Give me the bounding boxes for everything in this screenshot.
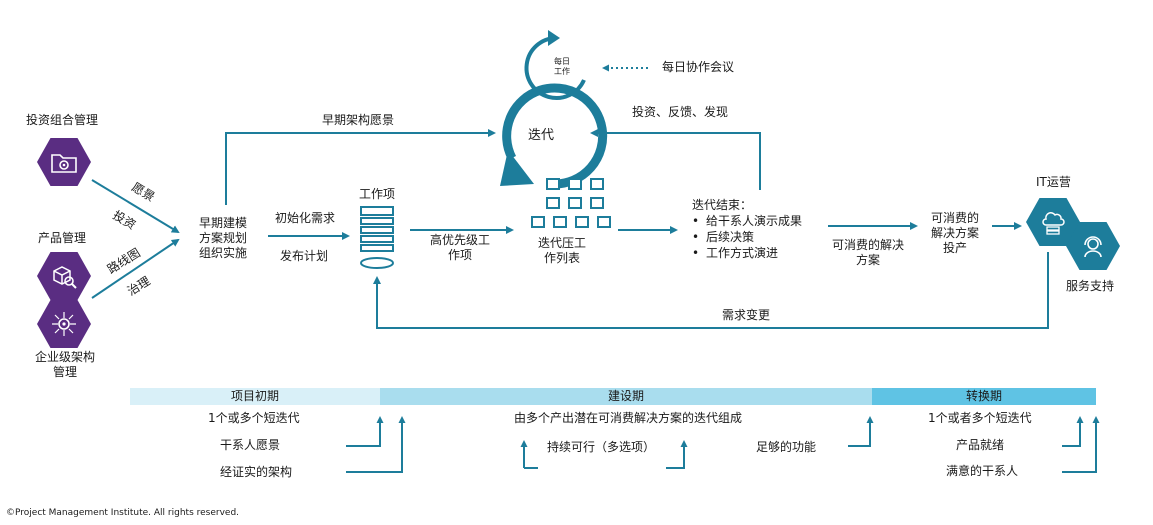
backlog-cell (531, 216, 545, 228)
enterprise-arch-line-1: 企业级架构 (34, 350, 95, 364)
backlog-cell (575, 216, 589, 228)
consumable-solution-line-2: 方案 (855, 253, 880, 267)
consumable-invest-line-3: 投产 (942, 241, 967, 255)
construction-arrow-2 (666, 440, 688, 469)
enterprise-arch-hex (37, 300, 91, 348)
iteration-loop-circle (502, 83, 608, 189)
high-priority-line-1: 高优先级工 (429, 233, 490, 247)
construction-item-1: 由多个产出潜在可消费解决方案的迭代组成 (514, 411, 743, 425)
arrow-product-to-planning (91, 238, 180, 299)
arrow-portfolio-to-planning (91, 179, 180, 234)
consumable-invest-line-1: 可消费的 (930, 211, 979, 225)
arrow-early-arch-vision (225, 129, 496, 205)
transition-item-1: 1个或者多个短迭代 (928, 411, 1032, 425)
product-hex (37, 252, 91, 300)
high-priority-label: 高优先级工 作项 (420, 233, 500, 263)
consumable-invest-line-2: 解决方案 (930, 226, 979, 240)
it-ops-label: IT运营 (1036, 175, 1071, 189)
portfolio-hex (37, 138, 91, 186)
backlog-line-2: 作列表 (543, 251, 580, 265)
backlog-cell (546, 178, 560, 190)
inception-item-2: 干系人愿景 (220, 438, 281, 452)
arrow-change-requests (373, 252, 1049, 329)
phase-construction: 建设期 (380, 388, 872, 405)
backlog-line-1: 迭代压工 (537, 236, 586, 250)
feedback-label: 投资、反馈、发现 (632, 105, 729, 119)
planning-line-1: 早期建模 (199, 216, 248, 230)
copyright-text: ©Project Management Institute. All right… (6, 508, 240, 518)
box-magnifier-icon (53, 266, 77, 289)
work-items-stack-icon (360, 206, 394, 269)
phase-inception: 项目初期 (130, 388, 380, 405)
backlog-cell (590, 178, 604, 190)
work-items-label: 工作项 (359, 187, 396, 201)
consumable-solution-line-1: 可消费的解决 (831, 238, 904, 252)
product-management-label: 产品管理 (38, 231, 87, 245)
planning-line-3: 组织实施 (199, 246, 248, 260)
enterprise-arch-label: 企业级架构 管理 (28, 350, 102, 380)
iteration-loop-arrowhead (500, 150, 534, 186)
backlog-cell (597, 216, 611, 228)
early-arch-vision-label: 早期架构愿景 (322, 113, 395, 127)
construction-arrow-3 (848, 416, 874, 447)
transition-item-2: 产品就绪 (956, 438, 1005, 452)
high-priority-line-2: 作项 (447, 248, 472, 262)
transition-arrow-2 (1062, 416, 1100, 473)
release-plan-label: 发布计划 (280, 249, 329, 263)
daily-work-bubble: 每日 工作 (548, 57, 576, 77)
backlog-cell (546, 197, 560, 209)
inception-item-1: 1个或多个短迭代 (208, 411, 300, 425)
transition-item-3: 满意的干系人 (946, 464, 1019, 478)
network-gear-icon (52, 312, 76, 336)
iteration-end-bullet-1: •给干系人演示成果 (692, 214, 803, 228)
inception-item-3: 经证实的架构 (220, 465, 293, 479)
daily-loop-arrowhead (548, 30, 560, 46)
enterprise-arch-line-2: 管理 (52, 365, 77, 379)
inception-arrow-2 (346, 416, 406, 473)
backlog-cell (590, 197, 604, 209)
consumable-solution-label: 可消费的解决 方案 (826, 238, 910, 268)
cloud-server-icon (1042, 212, 1065, 235)
service-support-label: 服务支持 (1066, 279, 1115, 293)
daily-work-line-2: 工作 (554, 67, 570, 76)
iteration-end-title: 迭代结束： (692, 198, 753, 212)
folder-gear-icon (51, 154, 77, 173)
backlog-cell (568, 178, 582, 190)
headset-icon (1084, 236, 1102, 258)
planning-block: 早期建模 方案规划 组织实施 (199, 216, 247, 261)
consumable-invest-label: 可消费的 解决方案 投产 (920, 211, 990, 256)
iteration-label: 迭代 (528, 128, 555, 143)
arrow-feedback-loop (590, 129, 761, 190)
transition-arrow-1 (1062, 416, 1084, 447)
inception-arrow-1 (346, 416, 384, 447)
portfolio-management-label: 投资组合管理 (26, 113, 99, 127)
iteration-end-bullet-3: •工作方式演进 (692, 246, 779, 260)
daily-work-line-1: 每日 (554, 57, 570, 66)
construction-item-3: 足够的功能 (756, 440, 817, 454)
iteration-end-bullet-2: •后续决策 (692, 230, 755, 244)
service-support-hex (1066, 222, 1120, 270)
phase-transition: 转换期 (872, 388, 1096, 405)
backlog-label: 迭代压工 作列表 (526, 236, 598, 266)
daily-meeting-label: 每日协作会议 (662, 60, 735, 74)
backlog-cell (553, 216, 567, 228)
init-requirements-label: 初始化需求 (275, 211, 336, 225)
planning-line-2: 方案规划 (199, 231, 248, 245)
backlog-cell (568, 197, 582, 209)
change-requests-label: 需求变更 (722, 308, 771, 322)
construction-item-2: 持续可行（多选项） (547, 440, 656, 454)
